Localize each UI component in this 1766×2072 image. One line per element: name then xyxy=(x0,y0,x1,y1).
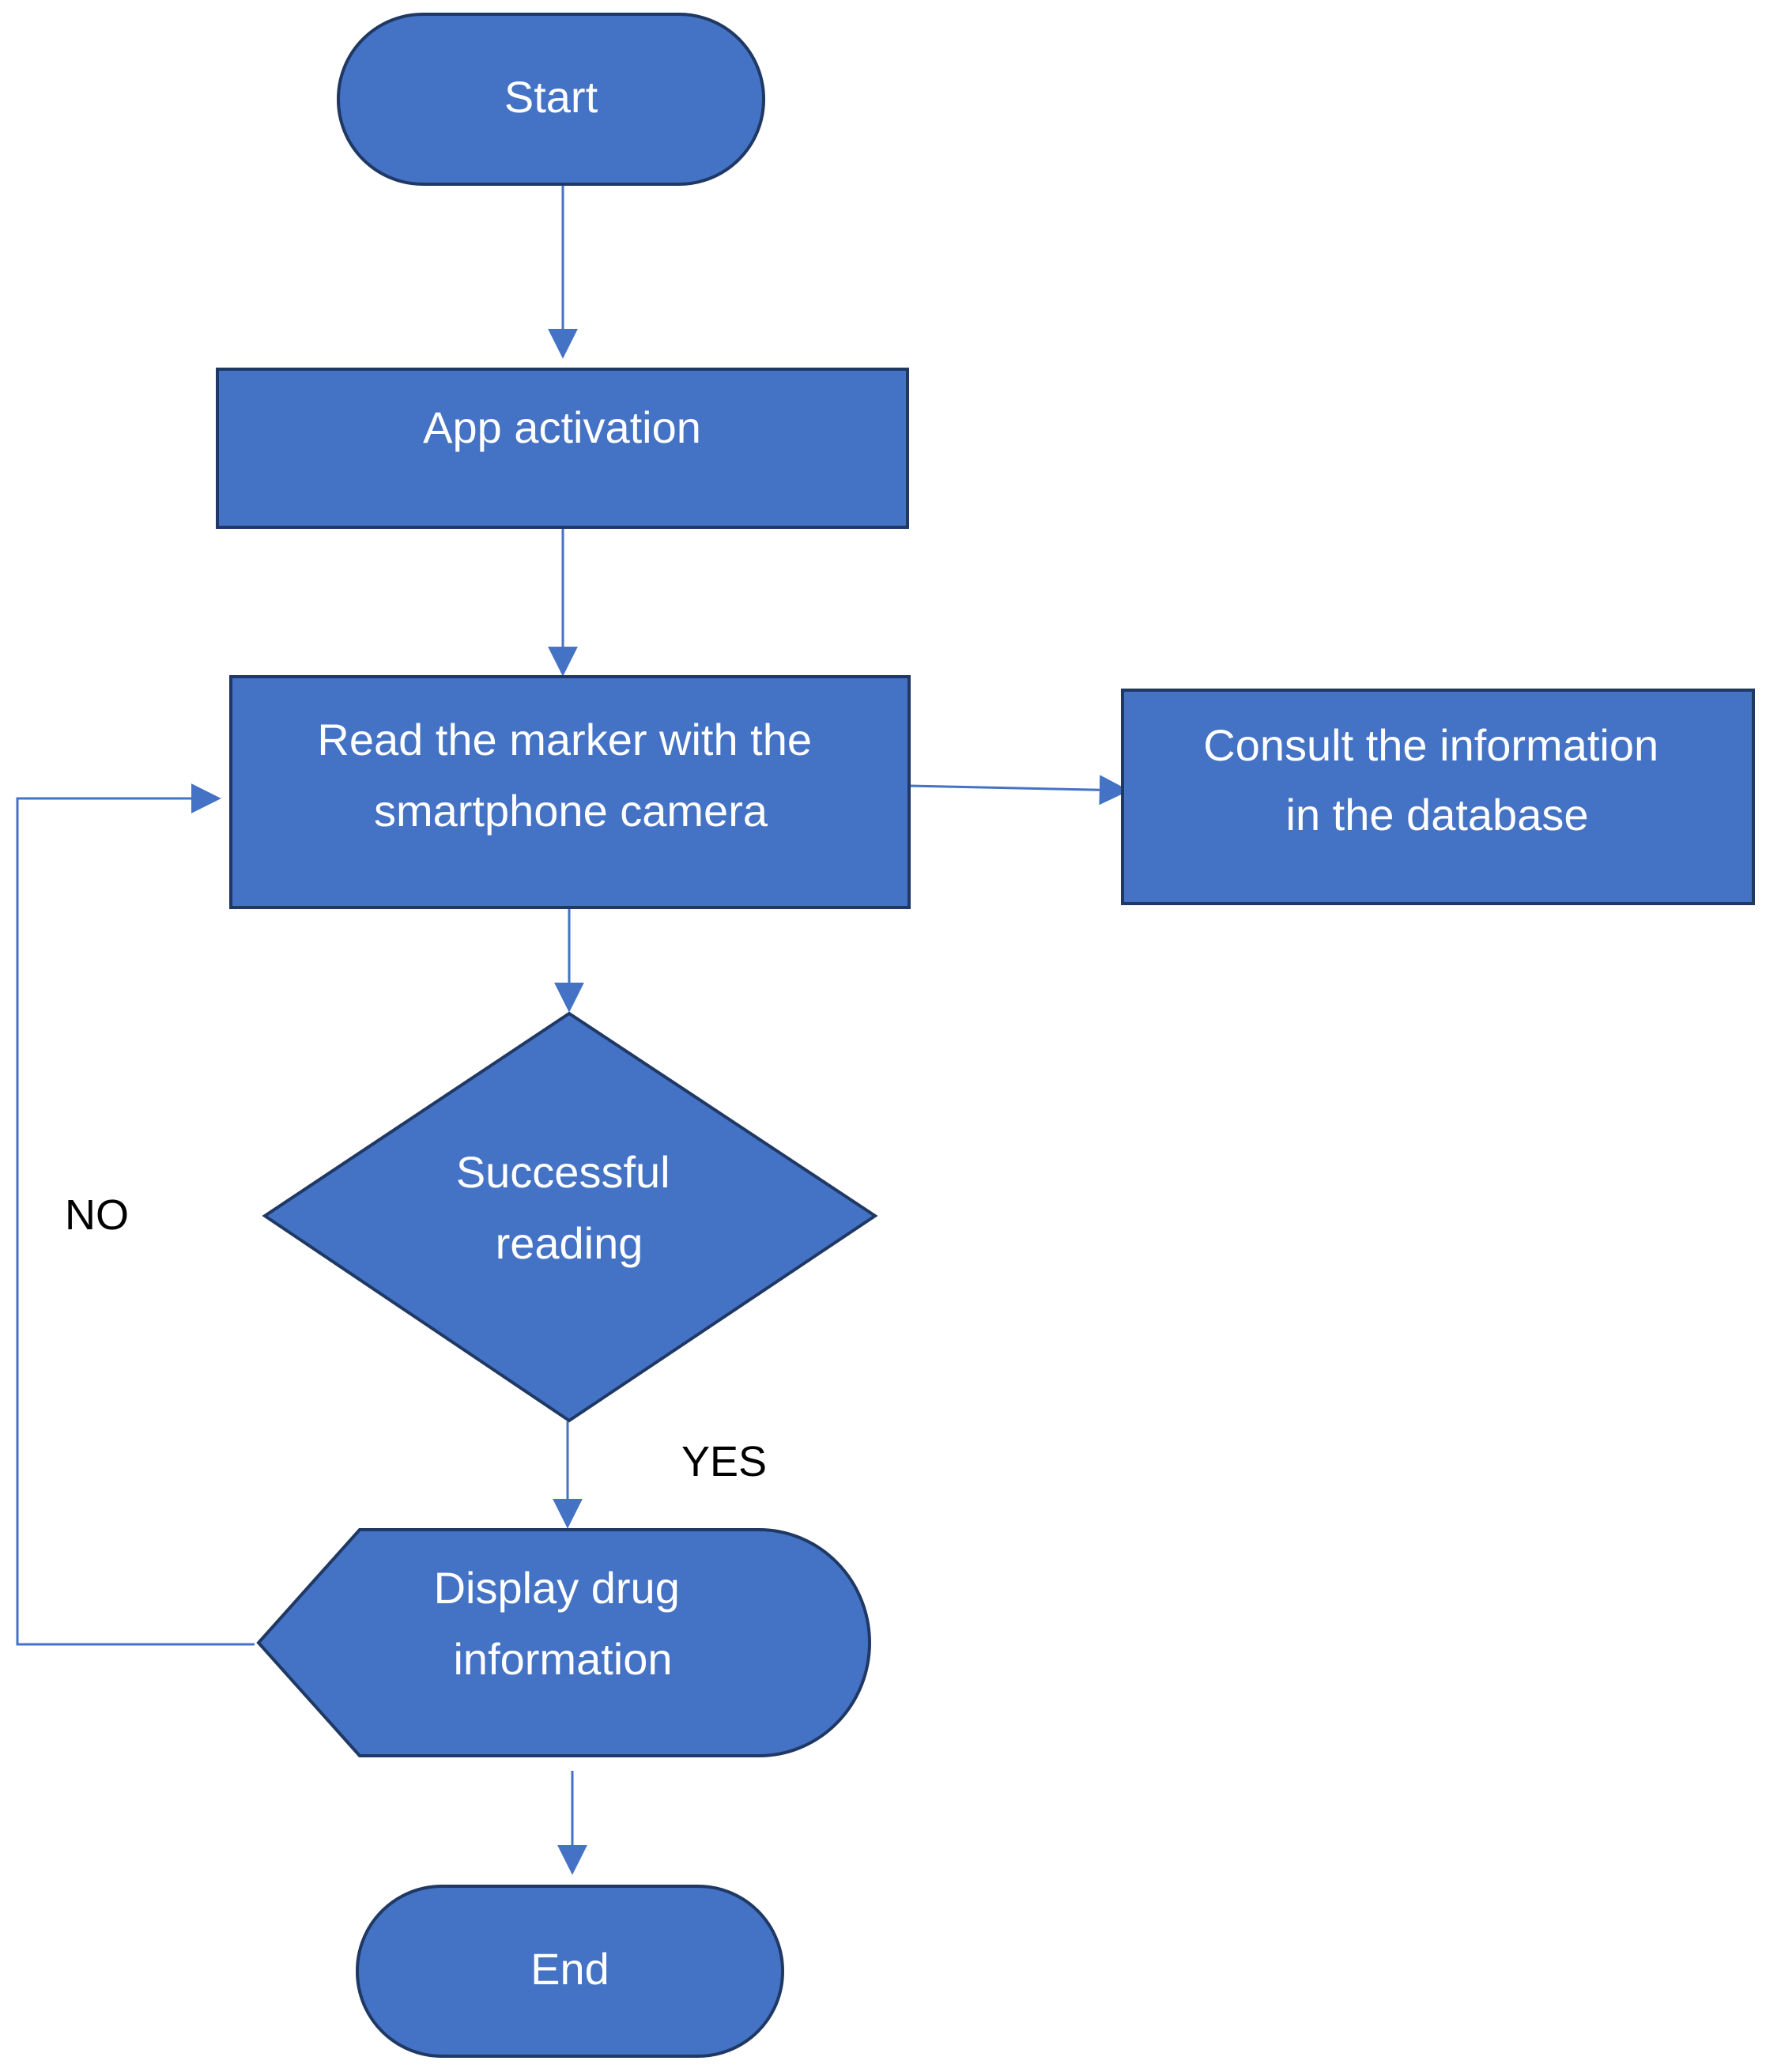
start-label: Start xyxy=(504,72,598,122)
connectors xyxy=(16,183,1130,1875)
end-node: End xyxy=(356,1885,784,2058)
start-node: Start xyxy=(337,13,765,186)
read-marker-node: Read the marker with the smartphone came… xyxy=(229,675,911,909)
consult-database-line-2: in the database xyxy=(1286,790,1589,840)
successful-reading-line-2: reading xyxy=(496,1218,643,1268)
consult-database-label: Consult the information in the database xyxy=(1203,720,1670,840)
app-activation-node: App activation xyxy=(216,368,909,529)
display-info-line-2: information xyxy=(453,1634,672,1684)
read-marker-line-1: Read the marker with the xyxy=(317,715,812,764)
display-info-label: Display drug information xyxy=(434,1563,692,1684)
edge-label-no: NO xyxy=(65,1191,129,1239)
edge-label-yes: YES xyxy=(681,1438,767,1485)
read-marker-label: Read the marker with the smartphone came… xyxy=(317,715,824,836)
successful-reading-label: Successful reading xyxy=(456,1147,682,1268)
display-info-node: Display drug information xyxy=(256,1528,871,1757)
successful-reading-node: Successful reading xyxy=(262,1011,878,1423)
successful-reading-line-1: Successful xyxy=(456,1147,670,1197)
end-label: End xyxy=(530,1944,609,1994)
arrow-read-to-consult xyxy=(908,775,1130,806)
consult-database-line-1: Consult the information xyxy=(1203,720,1658,770)
consult-database-node: Consult the information in the database xyxy=(1121,689,1755,905)
display-info-line-1: Display drug xyxy=(434,1563,680,1613)
read-marker-line-2: smartphone camera xyxy=(374,786,768,836)
app-activation-label: App activation xyxy=(423,402,701,452)
arrow-no-loop xyxy=(16,783,255,1646)
